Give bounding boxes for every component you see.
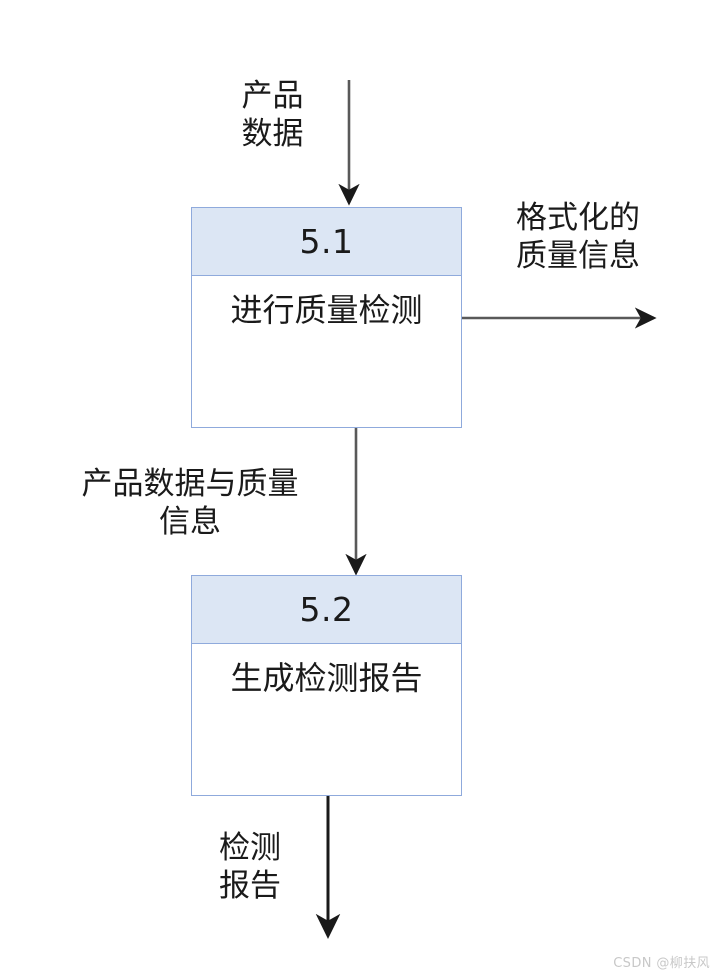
process-number-5-1: 5.1 [192, 208, 461, 276]
process-name-container-5-2: 生成检测报告 [192, 644, 461, 795]
flow-label-formatted-quality-info: 格式化的 质量信息 [516, 200, 640, 274]
process-name-5-2: 生成检测报告 [230, 659, 423, 697]
process-number-5-2: 5.2 [192, 576, 461, 644]
process-box-5-2[interactable]: 5.2 生成检测报告 [191, 575, 462, 796]
watermark: CSDN @柳扶风 [613, 956, 710, 971]
process-box-5-1[interactable]: 5.1 进行质量检测 [191, 207, 462, 428]
flow-label-product-and-quality-info: 产品数据与质量 信息 [81, 466, 299, 540]
flow-label-product-data: 产品 数据 [241, 78, 304, 152]
flow-label-inspection-report: 检测 报告 [219, 830, 281, 904]
process-name-container-5-1: 进行质量检测 [192, 276, 461, 427]
process-name-5-1: 进行质量检测 [230, 291, 423, 329]
